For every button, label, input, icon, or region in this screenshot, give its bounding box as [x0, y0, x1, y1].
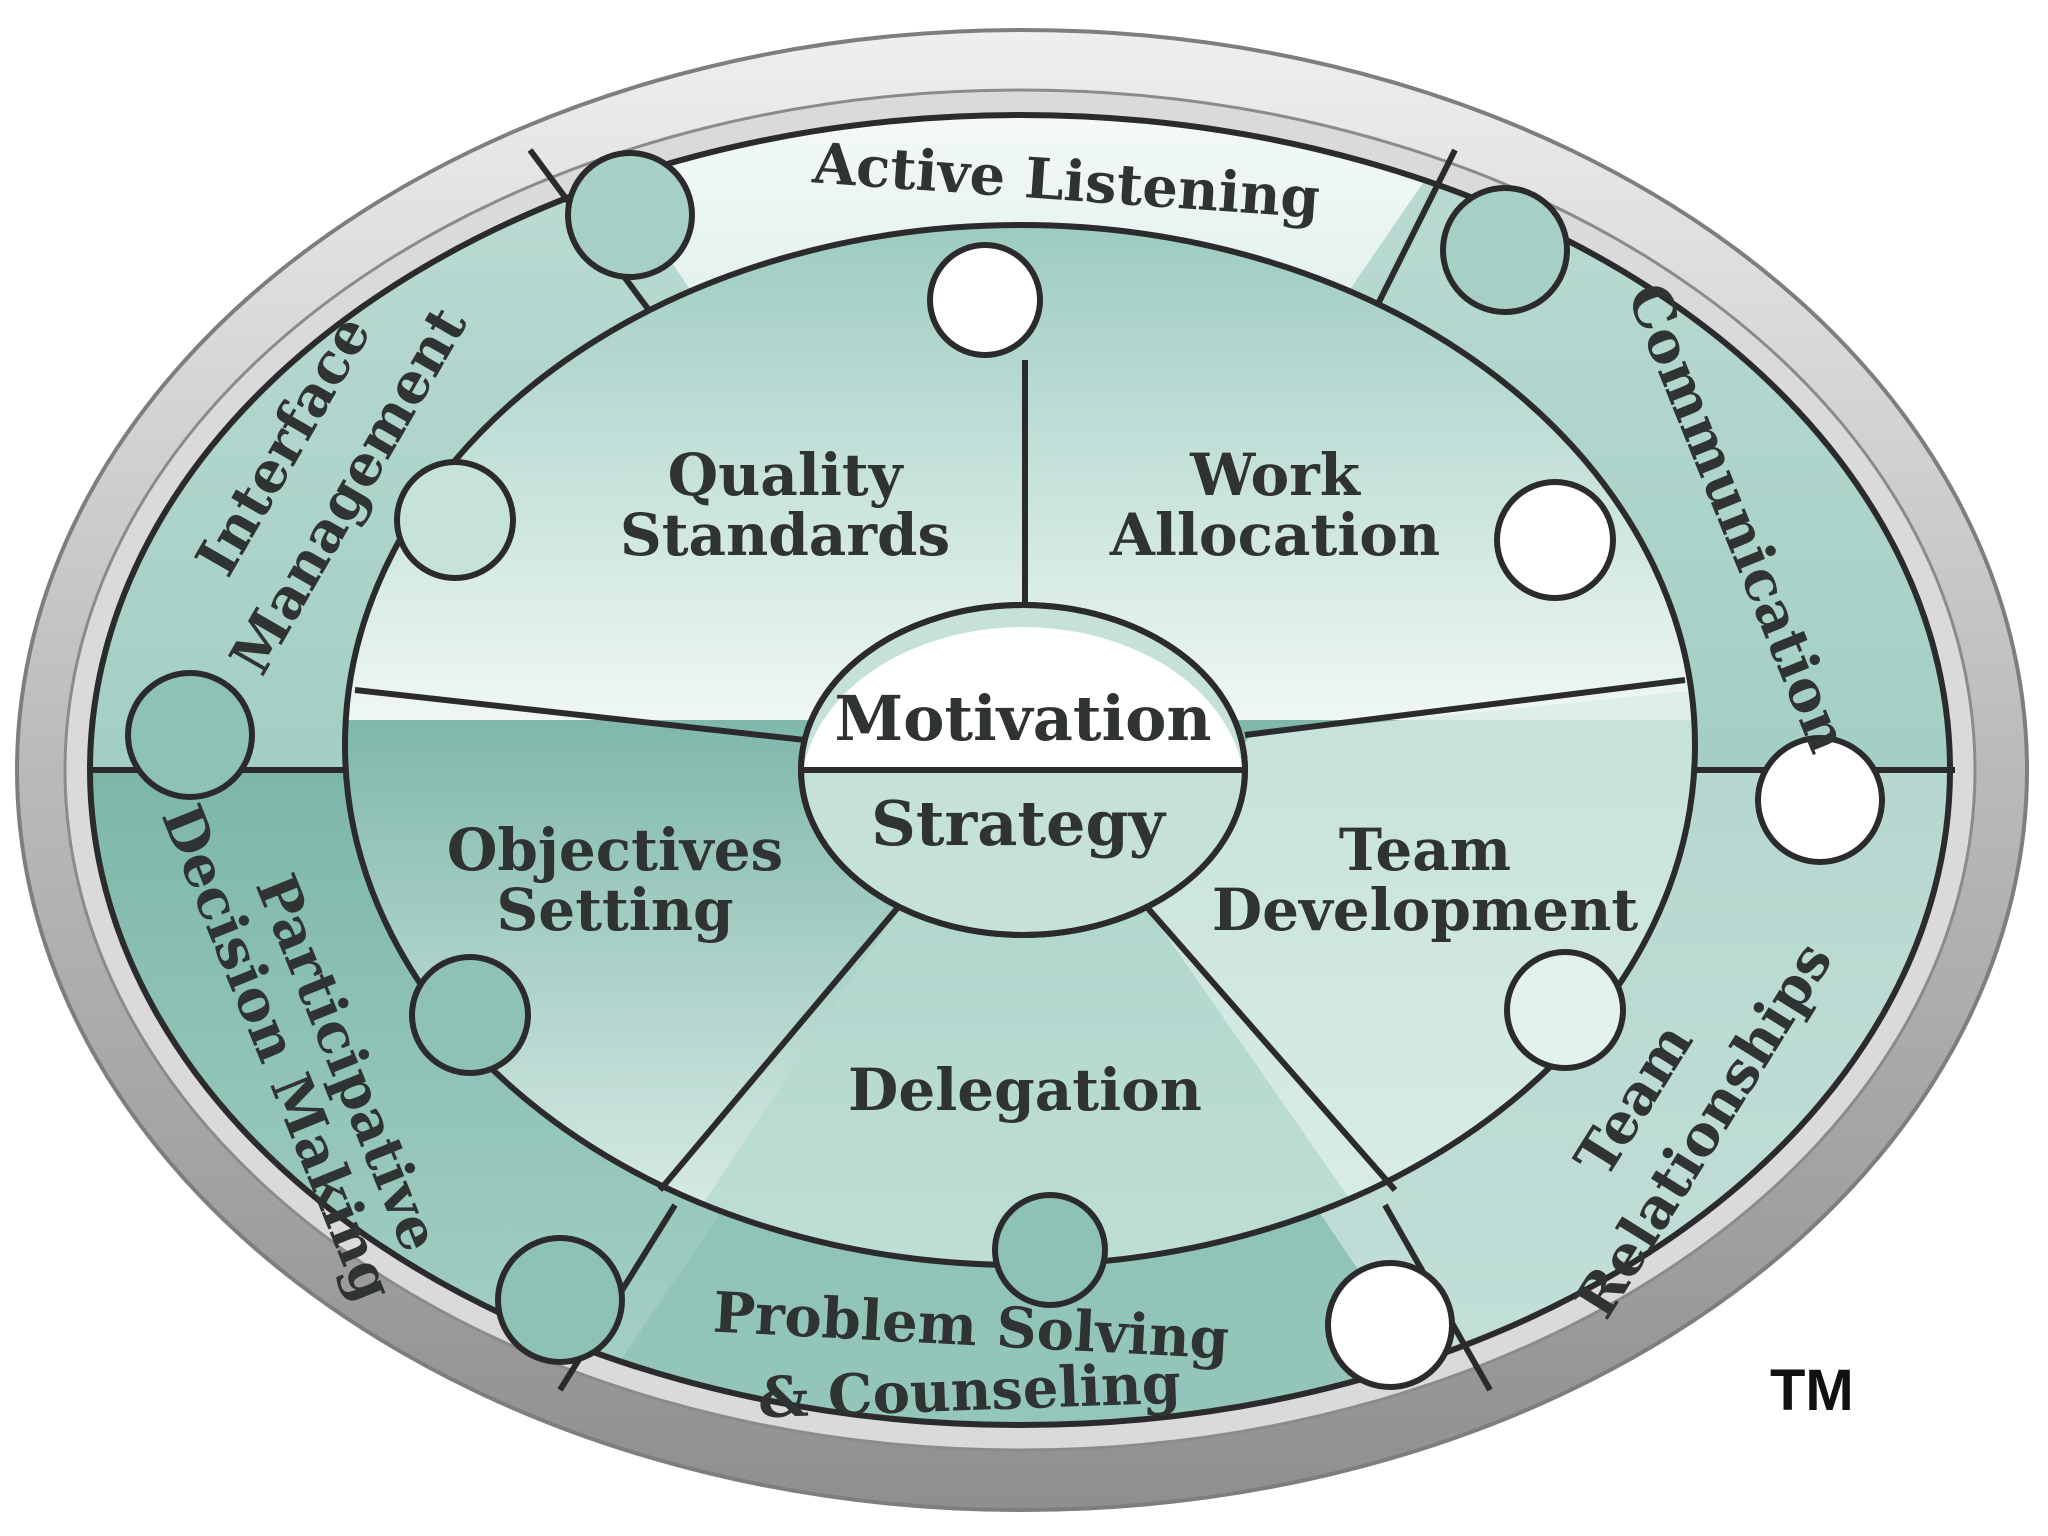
label-objectives-setting: Objectives Setting: [447, 816, 783, 944]
puzzle-knobs: [125, 150, 1885, 1390]
inner-spokes: [354, 360, 1686, 1192]
problem-solving-line2: & Counseling: [757, 1351, 1182, 1432]
work-allocation-line1: Work: [1189, 441, 1362, 509]
team-development-line1: Team: [1339, 816, 1511, 884]
label-work-allocation: Work Allocation: [1109, 441, 1440, 569]
inner-puzzle-knobs: [394, 242, 1626, 1308]
label-delegation: Delegation: [848, 1056, 1202, 1124]
center-hub: [798, 602, 1248, 938]
work-allocation-line2: Allocation: [1109, 501, 1440, 569]
label-team-development: Team Development: [1212, 816, 1639, 944]
label-quality-standards: Quality Standards: [620, 441, 950, 569]
quality-standards-line1: Quality: [668, 441, 905, 509]
trademark-label: TM: [1770, 1358, 1854, 1423]
team-development-line2: Development: [1212, 876, 1639, 944]
objectives-setting-line1: Objectives: [447, 816, 783, 884]
objectives-setting-line2: Setting: [496, 876, 733, 944]
center-label-strategy: Strategy: [871, 787, 1167, 860]
center-label-motivation: Motivation: [835, 682, 1212, 755]
quality-standards-line2: Standards: [620, 501, 950, 569]
